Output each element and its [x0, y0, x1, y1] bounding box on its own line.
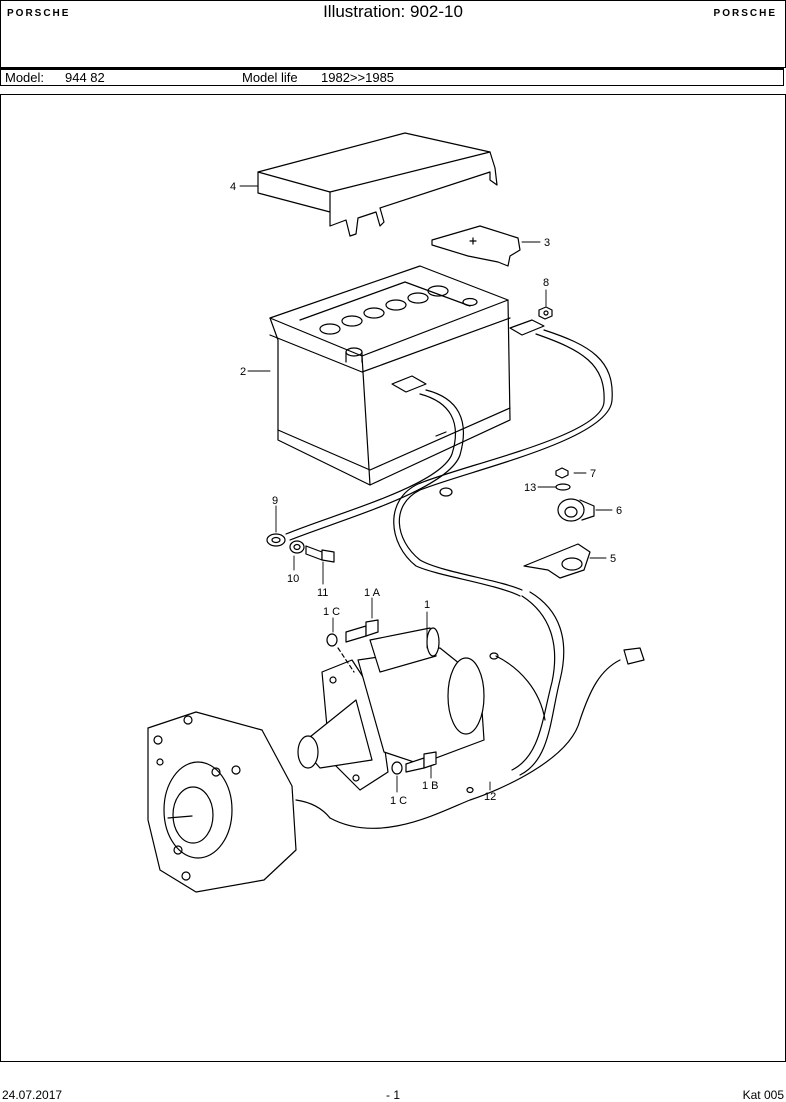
callout-2: 2 — [240, 366, 246, 378]
header-box: PORSCHE Illustration: 902-10 PORSCHE — [0, 0, 786, 68]
callout-5: 5 — [610, 553, 616, 565]
model-life-value: 1982>>1985 — [321, 70, 395, 85]
terminal-clamp-parts — [523, 467, 595, 579]
callout-8: 8 — [543, 277, 549, 289]
callout-12: 12 — [484, 791, 496, 803]
callout-1c-top: 1 C — [323, 606, 340, 618]
callout-4: 4 — [230, 181, 236, 193]
starter-fastener-parts — [326, 619, 437, 775]
leader-lines — [239, 185, 613, 793]
terminal-cover-part — [431, 225, 521, 267]
terminal-nut-part — [538, 306, 553, 320]
model-bar: Model: 944 82 Model life 1982>>1985 — [0, 67, 784, 86]
brand-logo-right: PORSCHE — [713, 8, 777, 19]
transmission-flange — [147, 711, 331, 893]
footer-page: - 1 — [386, 1088, 401, 1102]
model-value: 944 82 — [65, 70, 105, 85]
callout-6: 6 — [616, 505, 622, 517]
battery-cables — [285, 319, 613, 776]
wiring-harness-part — [329, 647, 645, 829]
illustration-title: Illustration: 902-10 — [323, 2, 463, 21]
callout-labels: 4 3 2 8 7 13 6 5 9 10 11 1 A 1 C 1 1 B 1… — [230, 181, 622, 807]
washer-bolt-parts — [289, 540, 335, 563]
battery-cover-part — [257, 132, 498, 237]
callout-1b: 1 B — [422, 780, 439, 792]
footer-date: 24.07.2017 — [2, 1088, 63, 1102]
callout-7: 7 — [590, 468, 596, 480]
ground-ring-terminal — [266, 533, 286, 547]
callout-10: 10 — [287, 573, 299, 585]
battery-part — [269, 265, 511, 486]
callout-13: 13 — [524, 482, 536, 494]
callout-1c-bottom: 1 C — [390, 795, 407, 807]
callout-3: 3 — [544, 237, 550, 249]
model-label: Model: — [5, 70, 45, 85]
footer-catalog: Kat 005 — [742, 1088, 784, 1102]
exploded-parts-drawing: 4 3 2 8 7 13 6 5 9 10 11 1 A 1 C 1 1 B 1… — [147, 132, 645, 893]
callout-1: 1 — [424, 599, 430, 611]
callout-1a: 1 A — [364, 587, 381, 599]
brand-logo-left: PORSCHE — [7, 8, 71, 19]
callout-9: 9 — [272, 495, 278, 507]
starter-motor-part — [297, 627, 485, 791]
model-life-label: Model life — [242, 70, 298, 85]
callout-11: 11 — [317, 587, 328, 599]
